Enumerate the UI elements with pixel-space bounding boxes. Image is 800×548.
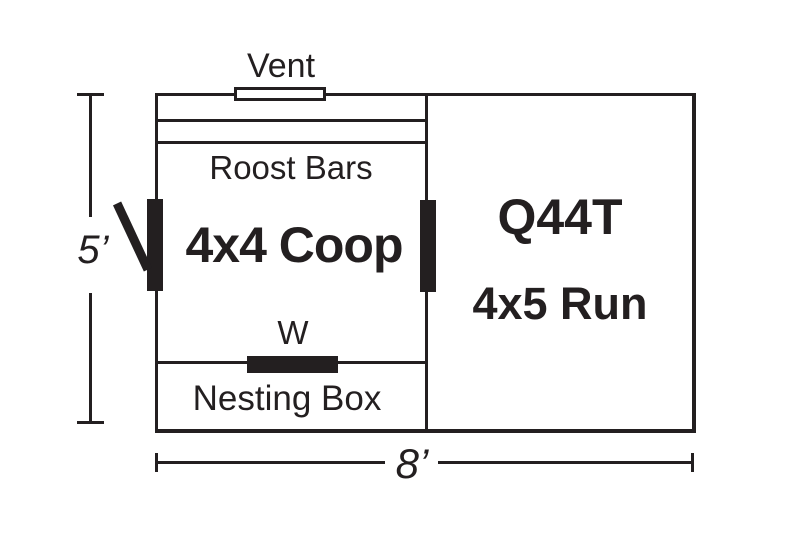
roost-bar-line-1	[155, 119, 428, 122]
width-dimension-tick-right	[691, 453, 694, 472]
height-dimension-line-lower	[89, 293, 92, 423]
nesting-box-label: Nesting Box	[192, 379, 382, 418]
model-label: Q44T	[497, 189, 623, 245]
coop-size-label: 4x4 Coop	[185, 217, 403, 273]
width-dimension-line-left	[155, 461, 385, 464]
height-dimension-tick-bottom	[77, 421, 104, 424]
width-dimension-label: 8’	[395, 440, 429, 487]
roost-bars-label: Roost Bars	[209, 149, 373, 186]
wall-right	[692, 93, 696, 433]
window-bar	[247, 356, 338, 373]
height-dimension-line-upper	[89, 93, 92, 217]
height-dimension-label: 5’	[77, 228, 109, 272]
vent-opening	[234, 87, 326, 101]
run-size-label: 4x5 Run	[472, 278, 648, 329]
window-label: W	[277, 314, 309, 351]
pop-door-bar	[420, 200, 436, 292]
width-dimension-line-right	[438, 461, 694, 464]
vent-label: Vent	[246, 47, 316, 85]
roost-bar-line-2	[155, 141, 428, 144]
